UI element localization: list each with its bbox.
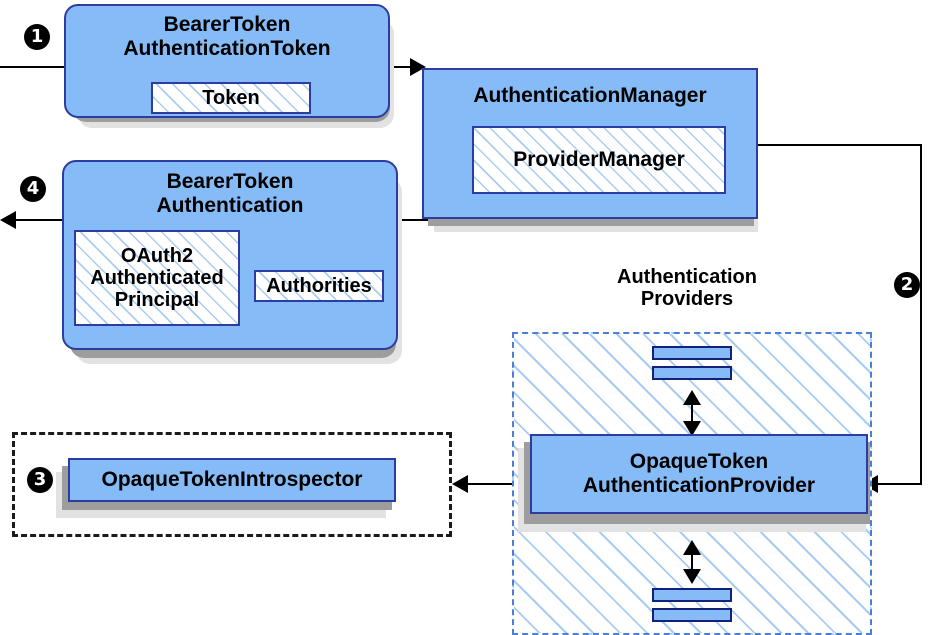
oauth2-authenticated-principal[interactable]: OAuth2 Authenticated Principal <box>74 230 240 326</box>
provider-manager[interactable]: ProviderManager <box>472 126 726 194</box>
step-marker-3: 3 <box>27 467 53 493</box>
opaque-token-introspector[interactable]: OpaqueTokenIntrospector <box>68 458 396 502</box>
arrowhead-store-top-down <box>683 421 701 436</box>
arrowhead-store-bottom-down <box>683 569 701 584</box>
connector-manager-to-provider-top <box>758 144 922 146</box>
token-chip[interactable]: Token <box>151 82 311 114</box>
step-marker-4: 4 <box>20 176 46 202</box>
connector-request-in <box>0 66 66 68</box>
authentication-manager-title: AuthenticationManager <box>473 84 707 107</box>
connector-token-to-manager <box>388 66 424 68</box>
step-marker-2: 2 <box>894 272 920 298</box>
provider-store-top-bar-2 <box>652 366 732 380</box>
opaque-token-authentication-provider-title: OpaqueToken AuthenticationProvider <box>582 450 816 497</box>
connector-manager-to-provider-in <box>876 483 922 485</box>
bearer-token-authentication-title: BearerToken Authentication <box>156 170 304 217</box>
connector-authentication-out <box>14 219 68 221</box>
provider-store-bottom-icon <box>652 588 732 622</box>
bearer-token-authentication[interactable]: BearerToken Authentication OAuth2 Authen… <box>62 160 398 350</box>
connector-provider-to-introspector <box>466 483 530 485</box>
bearer-token-authentication-token-title: BearerToken AuthenticationToken <box>123 13 331 60</box>
opaque-token-introspector-title: OpaqueTokenIntrospector <box>101 468 363 492</box>
authentication-providers-group-label: Authentication Providers <box>617 266 757 311</box>
authentication-manager[interactable]: AuthenticationManager ProviderManager <box>422 68 758 219</box>
provider-store-top-icon <box>652 346 732 380</box>
arrowhead-provider-to-introspector <box>452 475 468 493</box>
connector-store-top-provider <box>691 396 693 426</box>
provider-store-bottom-bar-2 <box>652 608 732 622</box>
connector-manager-to-authentication <box>390 219 432 221</box>
authorities-chip[interactable]: Authorities <box>254 270 384 302</box>
bearer-token-authentication-token[interactable]: BearerToken AuthenticationToken Token <box>64 4 390 118</box>
connector-store-bottom-provider <box>691 546 693 574</box>
step-marker-1: 1 <box>24 24 50 50</box>
provider-store-top-bar-1 <box>652 346 732 360</box>
provider-store-bottom-bar-1 <box>652 588 732 602</box>
opaque-token-authentication-provider[interactable]: OpaqueToken AuthenticationProvider <box>530 434 868 514</box>
arrowhead-authentication-out <box>0 211 16 229</box>
connector-manager-to-provider-down <box>920 144 922 484</box>
